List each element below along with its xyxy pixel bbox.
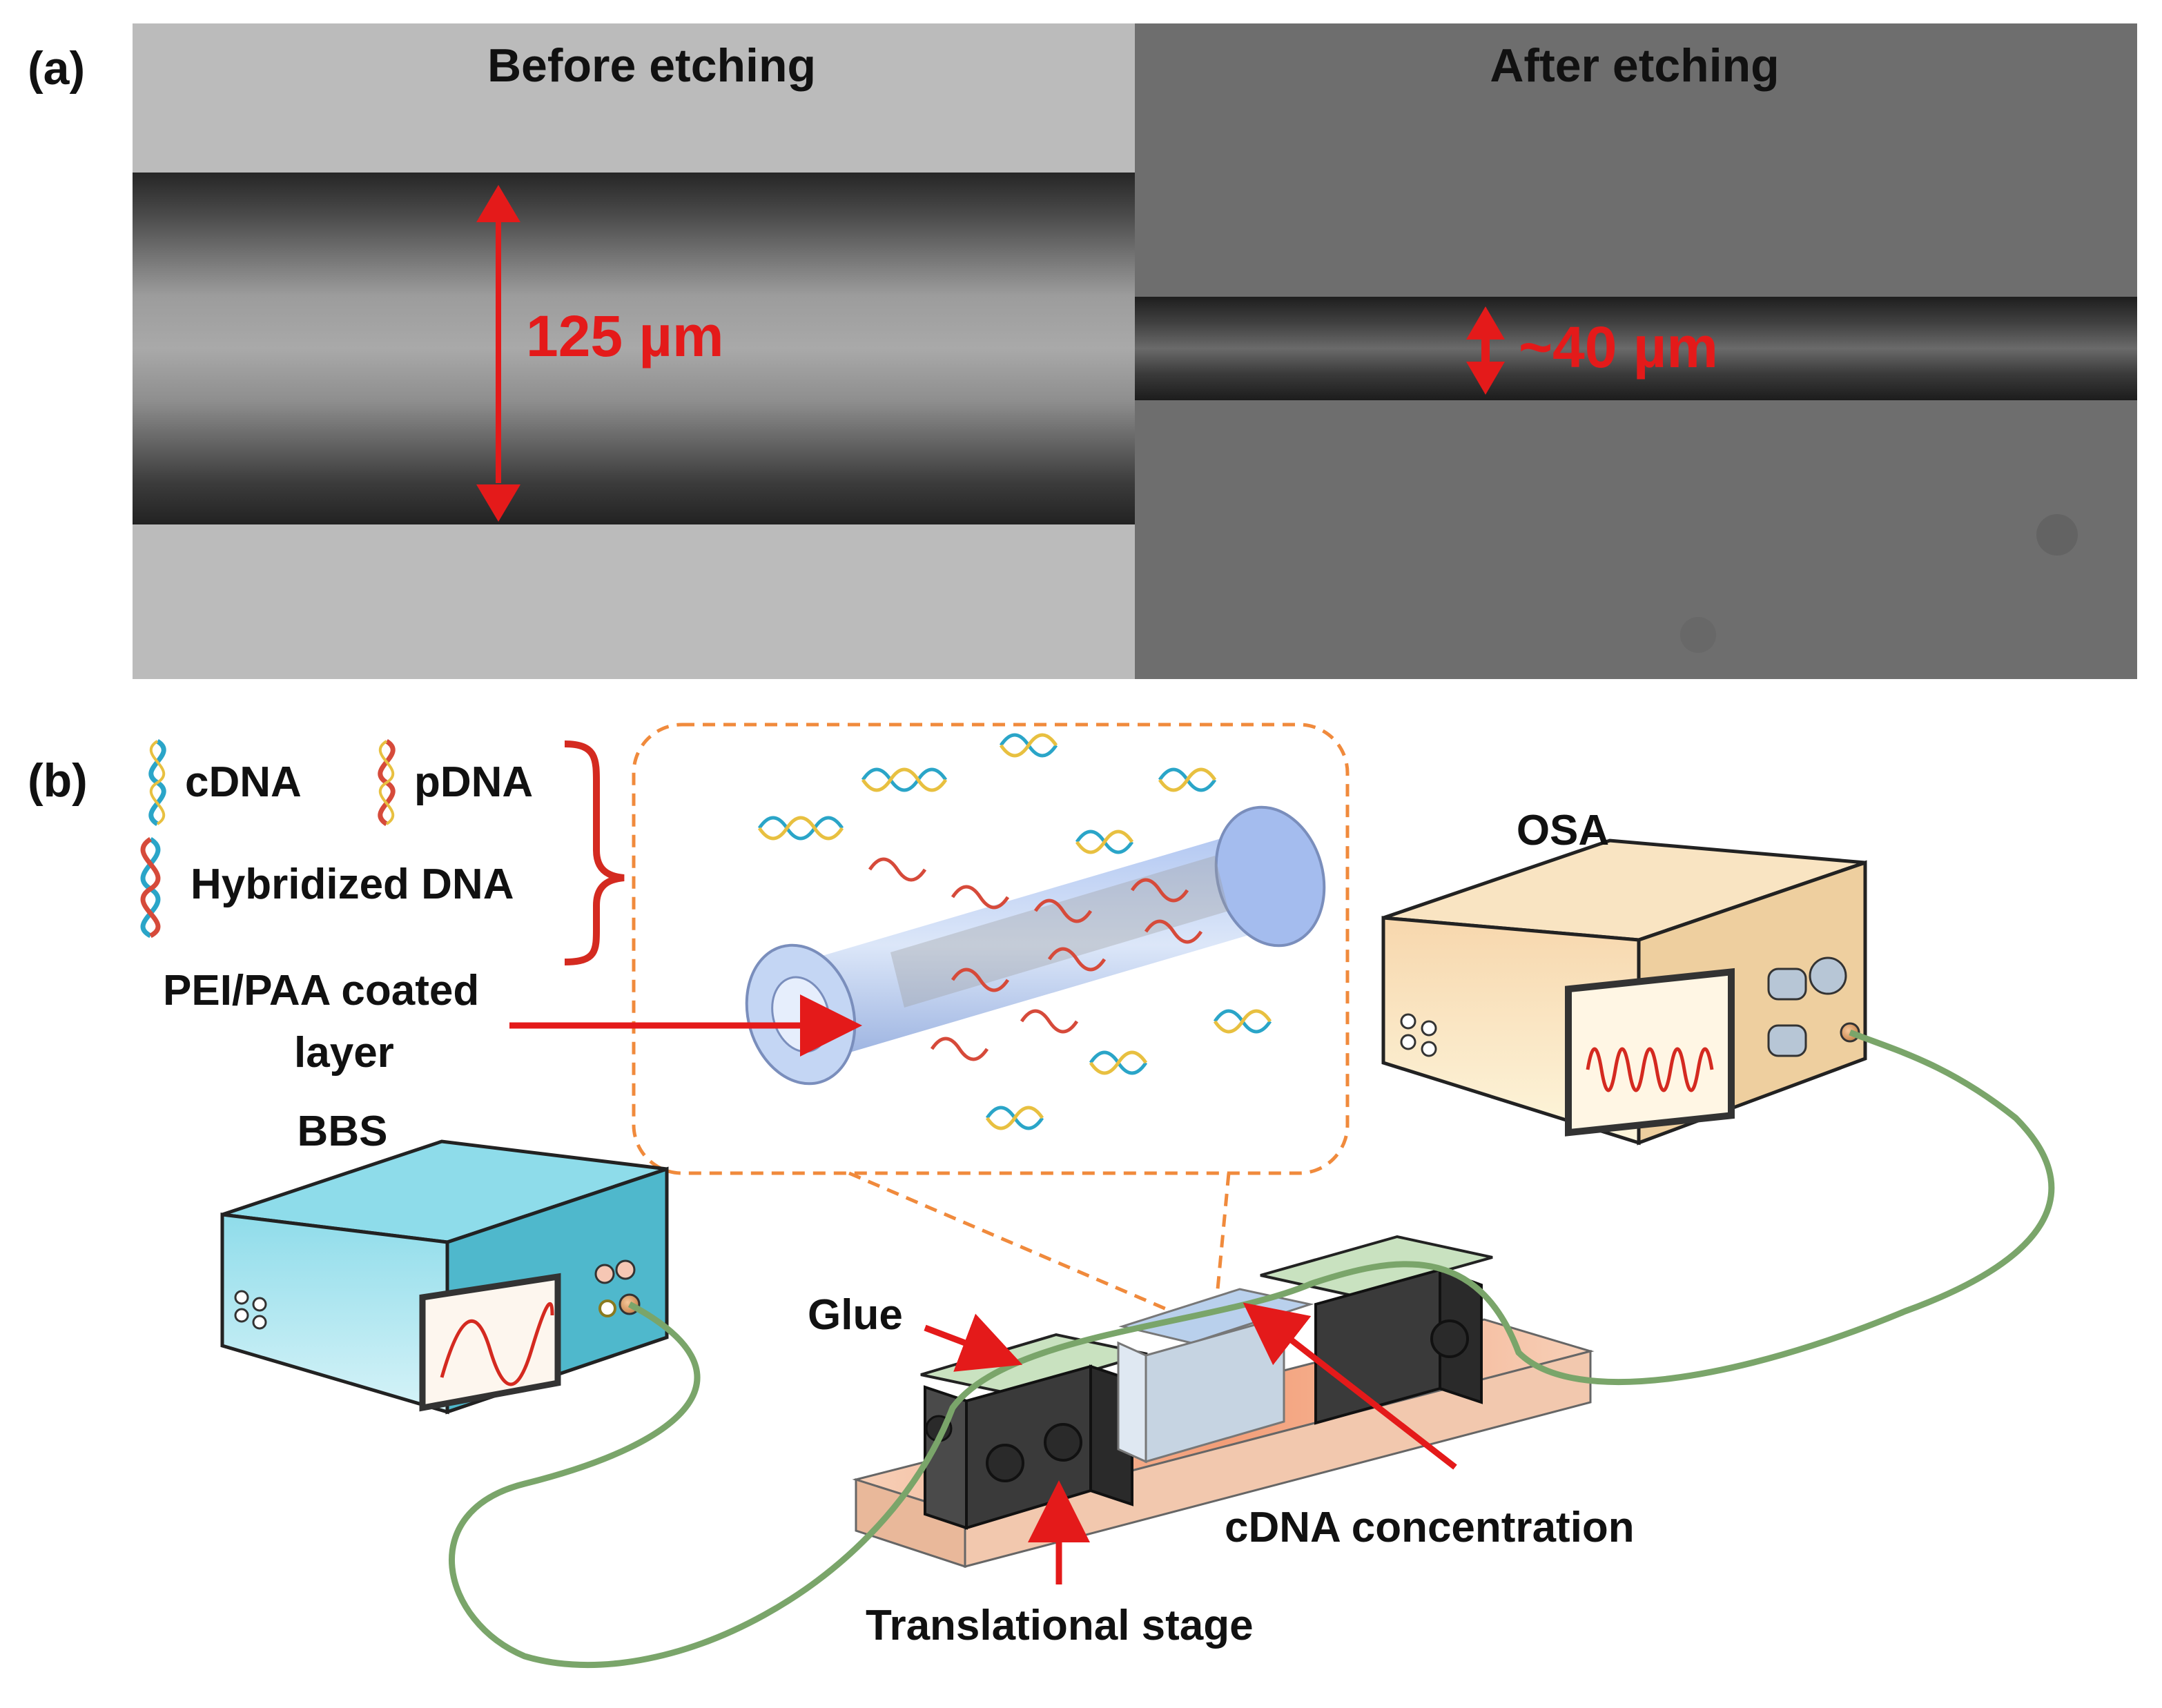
zoom-callout [632,723,1350,1320]
coated-fiber-tube [745,805,1326,1086]
dna-strands [757,733,1272,1130]
diameter-before-label: 125 µm [526,304,724,369]
glue-arrow [924,1313,1023,1372]
glue-label: Glue [808,1291,903,1339]
panel-a-label: (a) [28,42,85,95]
legend-pdna-label: pDNA [414,758,533,806]
legend-hybridized-label: Hybridized DNA [191,861,514,908]
legend-cdna-label: cDNA [185,758,302,806]
pdna-legend-icon [378,739,396,826]
bbs-instrument [220,1139,669,1415]
panel-b-label: (b) [28,754,88,807]
cdna-legend-icon [148,739,166,826]
hybridized-dna-legend-icon [140,837,161,939]
diameter-after-label: ~40 µm [1519,315,1718,380]
before-etching-image [133,23,1135,679]
translational-stage-label: Translational stage [866,1602,1254,1649]
after-etching-title: After etching [1490,39,1779,92]
optical-fiber [449,1029,2055,1669]
legend-bracket [564,740,625,965]
osa-instrument [1381,838,1867,1146]
cdna-concentration-arrow [1243,1302,1457,1470]
diameter-125-arrow [476,185,520,522]
after-etching-image [1135,23,2137,679]
coated-layer-label-line1: PEI/PAA coated [163,967,479,1014]
osa-label: OSA [1517,807,1609,854]
diameter-40-arrow [1466,306,1505,395]
bbs-label: BBS [298,1108,388,1155]
cdna-concentration-label: cDNA concentration [1225,1504,1635,1551]
left-translation-block [920,1333,1148,1530]
coated-layer-label-line2: layer [294,1029,394,1077]
before-etching-title: Before etching [487,39,816,92]
